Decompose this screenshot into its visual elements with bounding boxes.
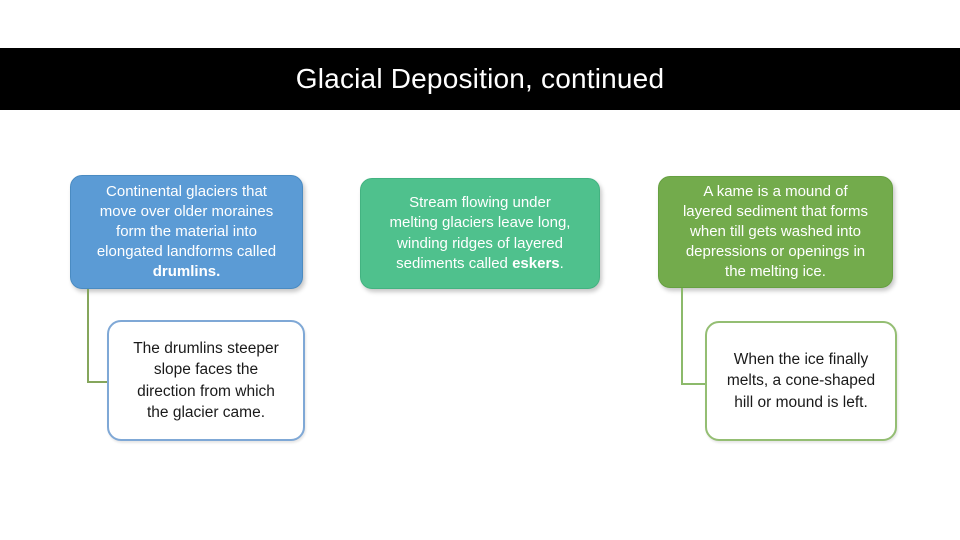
title-bar: Glacial Deposition, continued <box>0 48 960 110</box>
connector-kame-horizontal <box>681 383 707 385</box>
connector-drumlins-vertical <box>87 289 89 383</box>
slide-title: Glacial Deposition, continued <box>295 63 665 94</box>
connector-kame-vertical <box>681 288 683 385</box>
connector-drumlins-horizontal <box>87 381 109 383</box>
